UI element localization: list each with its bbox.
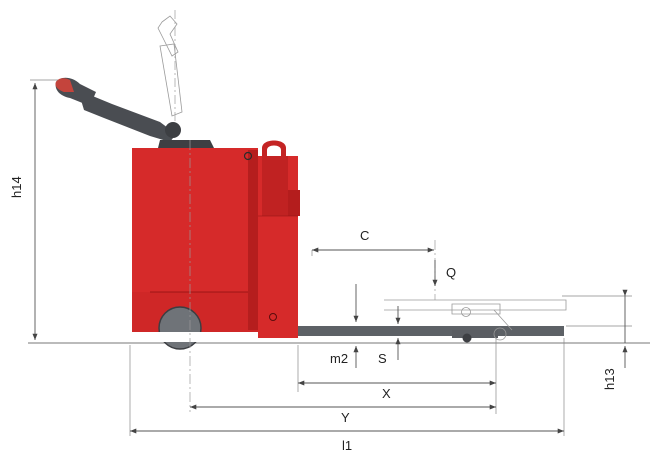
truck-body: [132, 148, 258, 332]
label-s: S: [378, 351, 387, 366]
extension-lines: [30, 79, 632, 436]
tiller-arm: [55, 77, 214, 148]
label-c: C: [360, 228, 369, 243]
label-h13: h13: [602, 368, 617, 390]
drive-wheel: [158, 306, 202, 350]
label-h14: h14: [9, 176, 24, 198]
tiller-upright-ghost: [157, 10, 183, 135]
fork-raised-ghost: [384, 299, 567, 341]
fork: [298, 326, 564, 343]
label-q: Q: [446, 265, 456, 280]
label-m2: m2: [330, 351, 348, 366]
fork-carriage: [258, 140, 300, 338]
label-y: Y: [341, 410, 350, 425]
label-x: X: [382, 386, 391, 401]
label-l1: l1: [342, 438, 352, 453]
